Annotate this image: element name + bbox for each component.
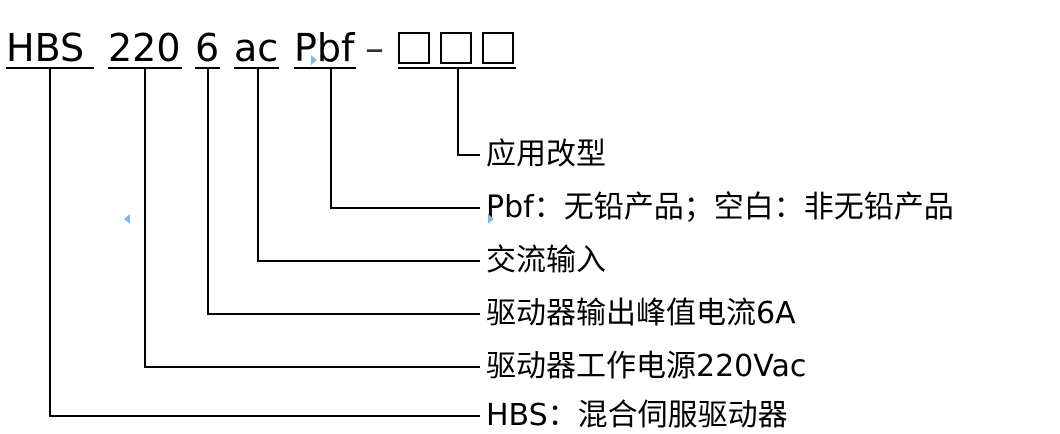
desc-series: HBS：混合伺服驱动器 [486,398,788,433]
modification-box-3 [482,32,514,64]
desc-current: 驱动器输出峰值电流6A [486,296,796,331]
code-series: HBS [6,26,85,70]
underline-series [6,67,94,69]
line-voltage [144,67,480,368]
desc-voltage: 驱动器工作电源220Vac [486,349,807,384]
underline-lead-free [294,67,356,69]
line-ac [257,67,480,262]
underline-input [234,67,279,69]
marker-top-icon [311,55,317,65]
marker-right-icon [488,214,494,224]
code-voltage: 220 [108,26,181,70]
underline-voltage [108,67,182,69]
code-current: 6 [195,26,220,70]
underline-current [195,67,220,69]
desc-modification: 应用改型 [486,137,606,172]
desc-pbf: Pbf：无铅产品；空白：非无铅产品 [486,190,954,225]
line-pbf [330,67,480,209]
marker-left-icon [124,214,130,224]
modification-box-2 [440,32,472,64]
modification-box-1 [398,32,430,64]
code-lead-free: Pbf [294,26,355,70]
code-separator: – [365,26,384,70]
desc-ac: 交流输入 [486,243,606,278]
code-input: ac [234,26,279,70]
underline-modification [398,67,516,69]
line-series [49,67,480,417]
line-current [207,67,480,315]
line-modification [457,67,480,156]
